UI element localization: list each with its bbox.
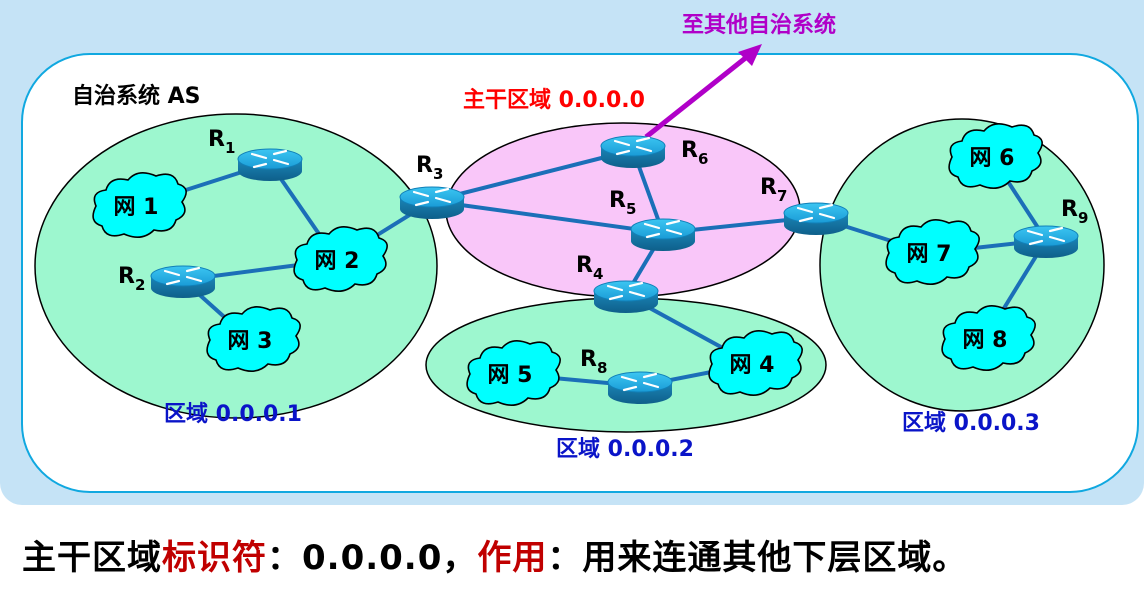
router-R8 xyxy=(607,371,673,404)
router-R3 xyxy=(399,186,465,219)
router-icon xyxy=(593,280,659,302)
network-label: 网 6 xyxy=(970,146,1015,171)
network-label: 网 5 xyxy=(488,363,533,388)
network-cloud-N8: 网 8 xyxy=(941,305,1036,371)
cloud-icon xyxy=(708,330,803,396)
network-cloud-N2: 网 2 xyxy=(293,226,388,292)
networks-layer: 网 1 网 2 网 3 网 4 网 5 网 6 网 7 网 8 xyxy=(92,123,1043,406)
router-arrows-icon xyxy=(412,187,452,207)
router-icon xyxy=(150,265,216,287)
router-icon xyxy=(237,148,303,170)
network-cloud-N1: 网 1 xyxy=(92,172,187,238)
router-label-R8: R8 xyxy=(580,347,607,377)
router-arrows-icon xyxy=(613,136,653,156)
router-R5 xyxy=(630,218,696,251)
cloud-icon xyxy=(941,305,1036,371)
caption-part1: 主干区域 xyxy=(22,538,162,578)
backbone-area-label: 主干区域 0.0.0.0 xyxy=(463,87,645,113)
network-label: 网 3 xyxy=(228,329,273,354)
router-icon xyxy=(783,202,849,224)
external-as-label: 至其他自治系统 xyxy=(682,12,836,38)
network-cloud-N4: 网 4 xyxy=(708,330,803,396)
router-icon xyxy=(600,135,666,157)
network-cloud-N7: 网 7 xyxy=(885,219,980,285)
router-label-R2: R2 xyxy=(118,264,145,294)
caption: 主干区域标识符：0.0.0.0，作用：用来连通其他下层区域。 xyxy=(22,530,967,579)
cloud-icon xyxy=(466,340,561,406)
cloud-icon xyxy=(948,123,1043,189)
router-R9 xyxy=(1013,225,1079,258)
router-icon xyxy=(630,218,696,240)
caption-identifier: 标识符 xyxy=(162,538,267,578)
router-label-R6: R6 xyxy=(681,138,708,168)
network-cloud-N5: 网 5 xyxy=(466,340,561,406)
router-label-R7: R7 xyxy=(760,175,787,205)
router-label-R4: R4 xyxy=(576,253,603,283)
router-R6 xyxy=(600,135,666,168)
as-title: 自治系统 AS xyxy=(72,83,201,109)
external-as-arrow xyxy=(644,44,762,139)
cloud-icon xyxy=(92,172,187,238)
routers-layer xyxy=(150,135,1079,404)
router-arrows-icon xyxy=(796,203,836,223)
router-R7 xyxy=(783,202,849,235)
caption-part5: ：用来连通其他下层区域。 xyxy=(547,538,968,578)
router-arrows-icon xyxy=(606,281,646,301)
caption-role: 作用 xyxy=(477,538,548,578)
cloud-icon xyxy=(885,219,980,285)
area-0.0.0.2-label: 区域 0.0.0.2 xyxy=(556,436,694,462)
network-cloud-N3: 网 3 xyxy=(206,306,301,372)
router-R4 xyxy=(593,280,659,313)
router-arrows-icon xyxy=(250,149,290,169)
network-label: 网 7 xyxy=(907,242,952,267)
network-label: 网 8 xyxy=(963,328,1008,353)
router-label-R5: R5 xyxy=(609,188,636,218)
router-R1 xyxy=(237,148,303,181)
area-0.0.0.1-label: 区域 0.0.0.1 xyxy=(164,401,302,427)
network-cloud-N6: 网 6 xyxy=(948,123,1043,189)
area-0.0.0.3-label: 区域 0.0.0.3 xyxy=(902,410,1040,436)
router-label-R9: R9 xyxy=(1061,197,1088,227)
router-arrows-icon xyxy=(620,372,660,392)
router-arrows-icon xyxy=(643,219,683,239)
network-label: 网 2 xyxy=(315,249,360,274)
network-label: 网 1 xyxy=(114,195,159,220)
router-icon xyxy=(607,371,673,393)
router-label-R3: R3 xyxy=(416,153,443,183)
link-R3-R6 xyxy=(431,148,634,203)
ospf-area-diagram: 网 1 网 2 网 3 网 4 网 5 网 6 网 7 网 8 自治系统 AS 至其他自治系统… xyxy=(21,12,1139,493)
router-arrows-icon xyxy=(163,266,203,286)
router-icon xyxy=(1013,225,1079,247)
caption-part3: ：0.0.0.0， xyxy=(267,538,478,578)
router-arrows-icon xyxy=(1026,226,1066,246)
router-icon xyxy=(399,186,465,208)
router-label-R1: R1 xyxy=(208,127,235,157)
cloud-icon xyxy=(293,226,388,292)
router-R2 xyxy=(150,265,216,298)
network-label: 网 4 xyxy=(730,353,775,378)
link-R3-R5 xyxy=(431,199,664,235)
cloud-icon xyxy=(206,306,301,372)
